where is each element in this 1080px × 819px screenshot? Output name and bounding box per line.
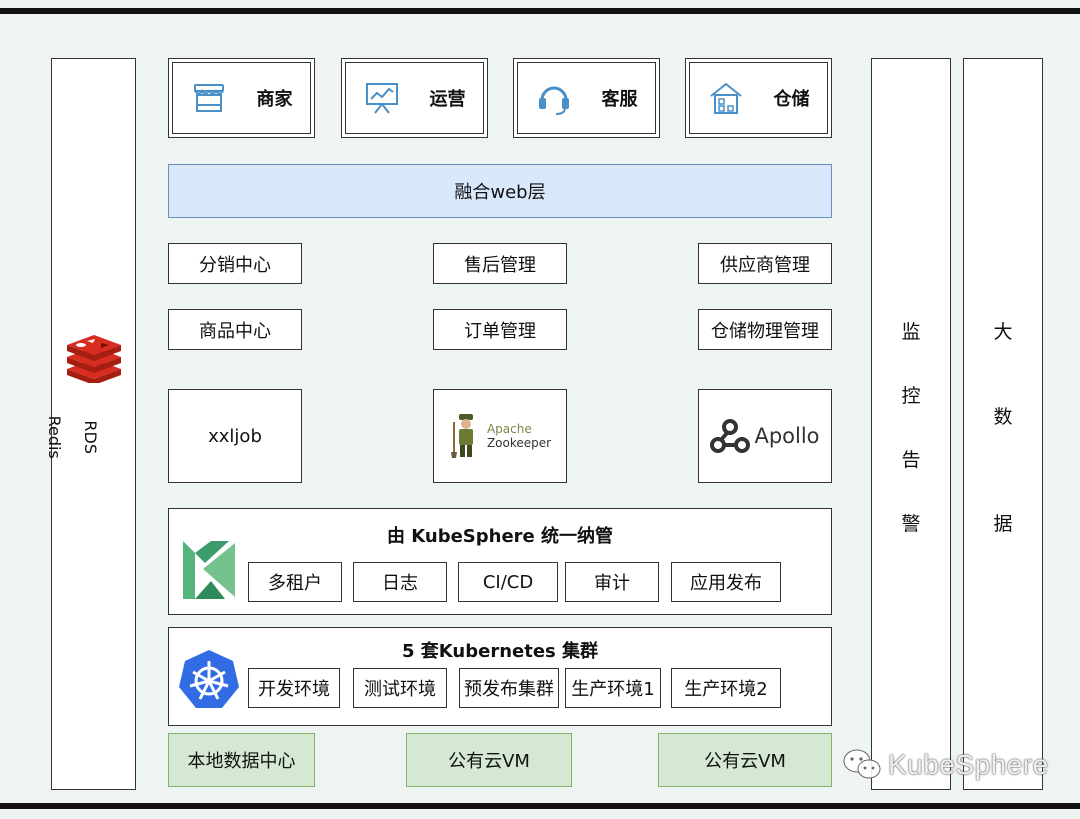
watermark-label: KubeSphere	[888, 749, 1049, 780]
k8s-cluster-dev[interactable]: 开发环境	[248, 668, 340, 708]
service-label: 售后管理	[464, 254, 536, 276]
service-warehouse-logistics[interactable]: 仓储物理管理	[698, 309, 832, 350]
bigdata-char: 数	[993, 406, 1013, 428]
role-label: 仓储	[773, 89, 810, 110]
service-label: 商品中心	[199, 320, 271, 342]
chip-label: CI/CD	[482, 571, 534, 593]
big-data-bar: 大 数 据	[963, 58, 1043, 790]
ks-feature-multitenancy[interactable]: 多租户	[248, 562, 342, 602]
infra-label: 公有云VM	[448, 751, 530, 772]
presentation-chart-icon	[365, 83, 398, 114]
rds-label: RDS	[81, 420, 100, 454]
infra-label: 公有云VM	[704, 751, 786, 772]
role-box-merchant[interactable]: 商家	[168, 58, 315, 138]
chip-label: 应用发布	[690, 573, 762, 594]
monitor-char: 告	[901, 449, 921, 471]
ks-feature-logging[interactable]: 日志	[353, 562, 447, 602]
watermark: KubeSphere	[842, 748, 1049, 782]
storage-label: RDS Redis	[45, 382, 117, 472]
chip-label: 日志	[382, 573, 418, 594]
service-after-sales[interactable]: 售后管理	[433, 243, 567, 284]
ks-feature-cicd[interactable]: CI/CD	[458, 562, 558, 602]
component-xxljob[interactable]: xxljob	[168, 389, 302, 483]
chip-label: 开发环境	[258, 679, 330, 700]
service-product-center[interactable]: 商品中心	[168, 309, 302, 350]
bigdata-char: 大	[993, 321, 1013, 343]
chip-label: 预发布集群	[464, 679, 554, 700]
kubesphere-panel: 由 KubeSphere 统一纳管 多租户 日志 CI/CD 审计 应用发布	[168, 508, 832, 615]
infra-label: 本地数据中心	[187, 751, 296, 772]
frame-top-border	[0, 8, 1080, 14]
kubernetes-logo-icon	[179, 650, 239, 708]
service-supplier[interactable]: 供应商管理	[698, 243, 832, 284]
redis-label: Redis	[45, 415, 64, 459]
web-layer: 融合web层	[168, 164, 832, 218]
monitoring-alerting-bar: 监 控 告 警	[871, 58, 951, 790]
zookeeper-name-label: Zookeeper	[486, 436, 552, 450]
kubesphere-logo-icon	[183, 541, 235, 599]
role-box-warehouse[interactable]: 仓储	[685, 58, 832, 138]
role-box-operations[interactable]: 运营	[341, 58, 488, 138]
chip-label: 生产环境1	[571, 679, 655, 700]
infra-public-cloud-vm-2[interactable]: 公有云VM	[658, 733, 832, 787]
component-apollo[interactable]: Apollo	[698, 389, 832, 483]
monitor-char: 警	[901, 513, 921, 535]
kubesphere-title: 由 KubeSphere 统一纳管	[386, 526, 614, 547]
infra-public-cloud-vm-1[interactable]: 公有云VM	[406, 733, 572, 787]
chip-label: 测试环境	[364, 679, 436, 700]
monitor-char: 监	[901, 321, 921, 343]
service-label: 订单管理	[464, 320, 536, 342]
zookeeper-keeper-icon	[450, 414, 473, 458]
kubernetes-panel: 5 套Kubernetes 集群 开发环境 测试环境 预发布集群 生产环境1 生…	[168, 627, 832, 726]
component-zookeeper[interactable]: Apache Zookeeper	[433, 389, 567, 483]
service-order[interactable]: 订单管理	[433, 309, 567, 350]
service-label: 分销中心	[199, 254, 271, 276]
wechat-icon	[843, 749, 881, 779]
service-label: 供应商管理	[720, 254, 810, 276]
bigdata-char: 据	[993, 513, 1013, 535]
headset-icon	[538, 86, 569, 115]
web-layer-label: 融合web层	[454, 182, 546, 203]
xxljob-label: xxljob	[208, 425, 262, 447]
chip-label: 生产环境2	[684, 679, 768, 700]
store-icon	[193, 84, 224, 112]
warehouse-house-icon	[709, 82, 742, 114]
storage-bar: RDS Redis	[45, 58, 136, 790]
service-label: 仓储物理管理	[711, 320, 819, 342]
role-label: 运营	[429, 89, 466, 110]
redis-icon	[67, 335, 121, 383]
role-label: 客服	[601, 89, 638, 110]
k8s-cluster-prod-1[interactable]: 生产环境1	[565, 668, 661, 708]
k8s-cluster-staging[interactable]: 预发布集群	[459, 668, 559, 708]
kubernetes-title: 5 套Kubernetes 集群	[401, 641, 599, 662]
role-label: 商家	[256, 89, 293, 110]
k8s-cluster-test[interactable]: 测试环境	[353, 668, 447, 708]
role-box-customer-service[interactable]: 客服	[513, 58, 660, 138]
infra-local-datacenter[interactable]: 本地数据中心	[168, 733, 315, 787]
chip-label: 多租户	[268, 573, 322, 594]
zookeeper-apache-label: Apache	[486, 422, 532, 436]
apollo-logo-icon	[710, 419, 751, 453]
apollo-label: Apollo	[754, 424, 820, 448]
frame-bottom-border	[0, 803, 1080, 809]
ks-feature-audit[interactable]: 审计	[565, 562, 659, 602]
ks-feature-app-release[interactable]: 应用发布	[671, 562, 781, 602]
monitor-char: 控	[901, 385, 921, 407]
chip-label: 审计	[594, 573, 630, 594]
k8s-cluster-prod-2[interactable]: 生产环境2	[671, 668, 781, 708]
service-distribution-center[interactable]: 分销中心	[168, 243, 302, 284]
